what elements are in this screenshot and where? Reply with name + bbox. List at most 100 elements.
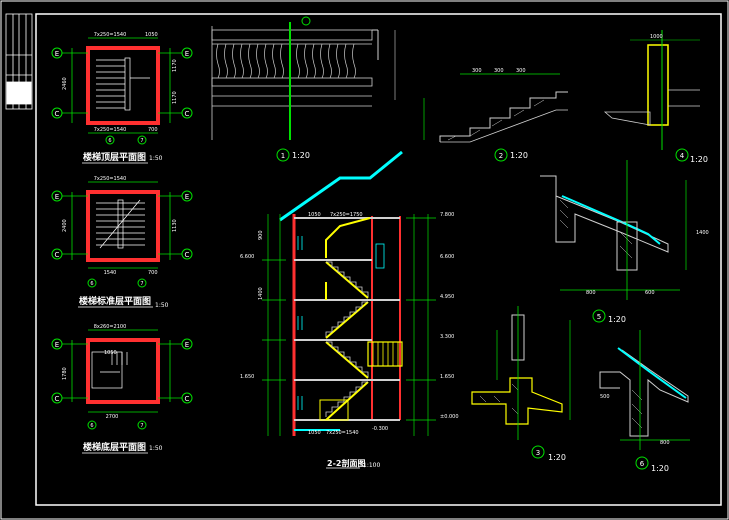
dimension-text: 1130 xyxy=(172,219,178,232)
plan-scale: 1:50 xyxy=(155,302,169,309)
axis-label: E xyxy=(185,193,189,201)
top-plan-walls xyxy=(86,46,160,125)
level-mark: -0.300 xyxy=(372,426,388,432)
dimension-text: 700 xyxy=(148,127,158,133)
axis-label: C xyxy=(185,251,190,259)
dimension-text: 1000 xyxy=(650,34,663,40)
detail-2-steps: 300 300 300 2 1:20 xyxy=(423,68,568,162)
dimension-text: 7x250=1540 xyxy=(94,32,127,38)
railing xyxy=(367,341,403,367)
axis-label: E xyxy=(185,50,189,58)
detail-number: 2 xyxy=(499,152,503,160)
plan-title: 楼梯标准层平面图 xyxy=(79,295,151,307)
dimension-text: 800 xyxy=(586,290,596,296)
dimension-text: 1050 xyxy=(145,32,158,38)
dimension-text: 300 xyxy=(516,68,526,74)
ground-floor-plan: E C E C 8x260=2100 1050 2700 1780 6 7 楼梯… xyxy=(51,324,193,454)
axis-label: 6 xyxy=(108,138,111,144)
ground-plan-walls xyxy=(86,338,160,404)
dimension-text: 300 xyxy=(494,68,504,74)
dimension-text: 1170 xyxy=(172,91,178,104)
plan-scale: 1:50 xyxy=(149,445,163,452)
axis-label: 7 xyxy=(140,138,143,144)
dimension-text: 2700 xyxy=(106,414,119,420)
detail-3-beam: 3 1:20 xyxy=(471,306,571,462)
plan-title: 楼梯顶层平面图 xyxy=(83,151,146,163)
dimension-text: 7x250=1750 xyxy=(330,212,363,218)
dimension-text: 1400 xyxy=(258,287,264,300)
section-scale: 1:100 xyxy=(363,462,380,469)
detail-number: 3 xyxy=(536,449,540,457)
section-2-2: 1050 7x250=1750 1050 7x250=1540 1400 900… xyxy=(240,150,459,469)
dimension-text: 800 xyxy=(660,440,670,446)
dimension-text: 500 xyxy=(600,394,610,400)
plan-scale: 1:50 xyxy=(149,155,163,162)
detail-number: 4 xyxy=(680,152,685,160)
dimension-text: 2460 xyxy=(62,77,68,90)
detail-scale: 1:20 xyxy=(292,151,310,160)
axis-label: C xyxy=(185,110,190,118)
dimension-text: 1540 xyxy=(104,270,117,276)
stair-flights xyxy=(325,217,371,421)
dimension-text: 1050 xyxy=(308,212,321,218)
dimension-text: 8x260=2100 xyxy=(94,324,127,330)
level-mark: 6.600 xyxy=(240,254,254,260)
detail-5-eave: 800 600 1400 5 1:20 xyxy=(540,160,709,324)
dimension-text: 1050 xyxy=(104,350,117,356)
dimension-text: 7x250=1540 xyxy=(94,176,127,182)
detail-number: 5 xyxy=(597,313,601,321)
level-mark: 3.300 xyxy=(440,334,454,340)
level-mark: 7.800 xyxy=(440,212,454,218)
standard-floor-plan: E C E C 7x250=1540 1540 700 2400 1130 6 … xyxy=(51,176,193,309)
level-mark: 6.600 xyxy=(440,254,454,260)
axis-label: E xyxy=(55,193,59,201)
axis-label: C xyxy=(185,395,190,403)
axis-label: 7 xyxy=(140,423,143,429)
axis-label: C xyxy=(55,251,60,259)
axis-bubble-e xyxy=(51,47,63,59)
detail-number: 1 xyxy=(281,152,285,160)
axis-label: 6 xyxy=(90,423,93,429)
detail-1-balustrade: 1 1:20 xyxy=(211,16,396,162)
level-mark: ±0.000 xyxy=(440,414,459,420)
axis-label: E xyxy=(55,50,59,58)
std-plan-walls xyxy=(86,190,160,262)
section-title: 2-2剖面图 xyxy=(327,458,365,468)
detail-scale: 1:20 xyxy=(651,464,669,473)
axis-label: E xyxy=(55,341,59,349)
level-mark: 4.950 xyxy=(440,294,454,300)
dimension-text: 7x250=1540 xyxy=(326,430,359,436)
axis-label: 7 xyxy=(140,281,143,287)
dimension-text: 1780 xyxy=(62,367,68,380)
detail-scale: 1:20 xyxy=(608,315,626,324)
dimension-text: 1170 xyxy=(172,59,178,72)
axis-label: E xyxy=(185,341,189,349)
axis-label: C xyxy=(55,395,60,403)
detail-scale: 1:20 xyxy=(510,151,528,160)
plan-title: 楼梯底层平面图 xyxy=(83,441,146,453)
axis-label: 6 xyxy=(90,281,93,287)
detail-scale: 1:20 xyxy=(690,155,708,164)
inner-frame xyxy=(35,13,722,506)
level-mark: 1.650 xyxy=(440,374,454,380)
detail-number: 6 xyxy=(640,460,645,468)
dimension-text: 7x250=1540 xyxy=(94,127,127,133)
top-floor-plan: E C E C 7x250=1540 1050 7x250=1540 700 2… xyxy=(51,32,193,164)
axis-label: C xyxy=(55,110,60,118)
level-mark: 1.650 xyxy=(240,374,254,380)
detail-6-roof-eave: 800 500 6 1:20 xyxy=(599,330,690,473)
dimension-text: 300 xyxy=(472,68,482,74)
detail-scale: 1:20 xyxy=(548,453,566,462)
dimension-text: 1400 xyxy=(696,230,709,236)
detail-4-footing: 1000 4 1:20 xyxy=(603,30,708,164)
roof-slab xyxy=(279,150,403,222)
dimension-text: 700 xyxy=(148,270,158,276)
binding-strip xyxy=(5,13,33,110)
dimension-text: 1050 xyxy=(308,430,321,436)
dimension-text: 2400 xyxy=(62,219,68,232)
dimension-text: 600 xyxy=(645,290,655,296)
dimension-text: 900 xyxy=(258,230,264,240)
